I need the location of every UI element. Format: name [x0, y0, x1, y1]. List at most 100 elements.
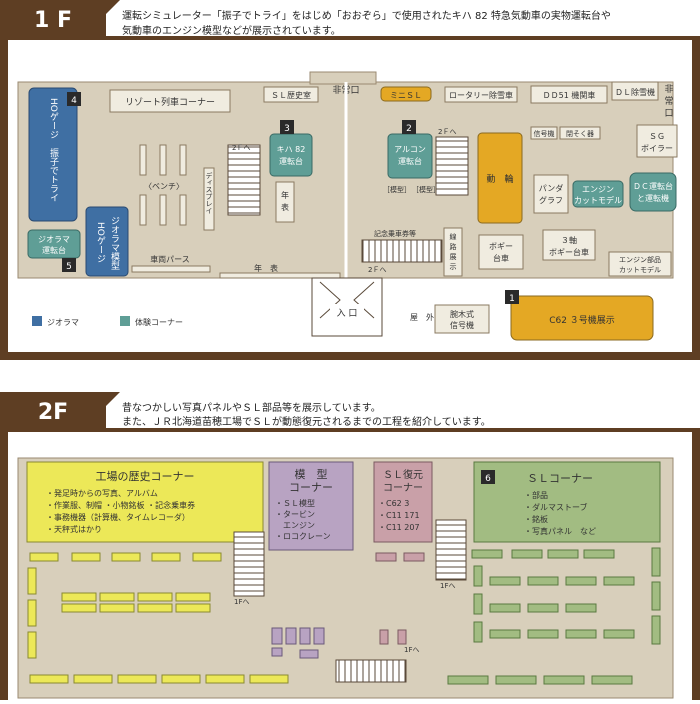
room-dd51[interactable]: ＤＤ51 機関車 — [530, 85, 608, 104]
room-nenpyo-small[interactable]: 年 表 — [275, 181, 295, 223]
room-axle3[interactable]: ３軸 ボギー台車 — [542, 229, 596, 261]
svg-text:ボギー: ボギー — [489, 242, 513, 251]
number-4-badge — [67, 92, 81, 106]
to-1f-3: 1Fへ — [440, 582, 455, 590]
number-5: 5 — [66, 262, 72, 272]
floor1-badge: 1 F — [34, 8, 72, 33]
room-mini-sl[interactable]: ミニＳＬ — [380, 86, 432, 102]
room-engine-parts[interactable]: エンジン部品 カットモデル — [608, 251, 672, 277]
svg-text:ＳＬ復元: ＳＬ復元 — [383, 468, 423, 481]
svg-text:・発足時からの写真、アルバム: ・発足時からの写真、アルバム — [46, 488, 158, 498]
svg-text:エンジン: エンジン — [275, 521, 315, 530]
to-1f-2: 1Fへ — [404, 646, 419, 654]
floor2-badge: 2F — [38, 400, 68, 425]
model-left: ［模型］ — [383, 185, 411, 194]
svg-text:ミニＳＬ: ミニＳＬ — [390, 91, 422, 100]
svg-text:カットモデル: カットモデル — [619, 265, 661, 274]
svg-text:ＤＬ除雪機: ＤＬ除雪機 — [615, 87, 655, 97]
nenpyo-long-label: 年 表 — [254, 263, 278, 273]
svg-text:・銘板: ・銘板 — [524, 514, 548, 524]
corner-sl-restore[interactable]: ＳＬ復元 コーナー ・C62 3 ・C11 171 ・C11 207 — [373, 461, 433, 543]
svg-text:ＤＤ51 機関車: ＤＤ51 機関車 — [543, 90, 596, 100]
mauve-cases — [271, 627, 325, 659]
room-display[interactable]: ディスプレイ — [203, 167, 215, 231]
svg-text:グラフ: グラフ — [539, 195, 563, 205]
room-sl-history[interactable]: ＳＬ歴史室 — [263, 86, 319, 103]
number-6: 6 — [485, 474, 491, 484]
svg-text:HOゲージ: HOゲージ — [95, 222, 106, 263]
room-diorama-ho[interactable]: ジオラマ模型 HOゲージ — [85, 206, 129, 277]
floor2-desc-line2: また、ＪＲ北海道苗穂工場でＳＬが動態復元されるまでの工程を紹介しています。 — [122, 415, 491, 428]
room-closer[interactable]: 閉そく器 — [559, 126, 601, 140]
legend-experience: 体験コーナー — [135, 317, 183, 327]
room-dc-driving[interactable]: ＤＣ運転台 と運転機 — [629, 172, 677, 212]
room-semaphore[interactable]: 腕木式 信号機 — [434, 304, 490, 334]
yellow-panels — [27, 552, 289, 684]
room-diorama-driving[interactable]: ジオラマ 運転台 — [27, 229, 81, 259]
svg-text:HOゲージ 振子でトライ: HOゲージ 振子でトライ — [48, 98, 59, 202]
exit-right-1: 非 — [664, 83, 673, 95]
room-dowa[interactable]: 動 輪 — [477, 132, 523, 224]
svg-text:入 口: 入 口 — [337, 308, 358, 319]
number-2-badge — [402, 120, 416, 134]
svg-text:カットモデル: カットモデル — [574, 195, 622, 205]
svg-text:〈ベンチ〉: 〈ベンチ〉 — [144, 182, 184, 191]
svg-text:エンジン: エンジン — [582, 185, 614, 194]
svg-text:腕木式: 腕木式 — [450, 309, 474, 319]
car-pass-label: 車両パース — [150, 254, 190, 264]
number-2: 2 — [406, 124, 412, 134]
stairs-2f-left — [233, 531, 265, 597]
to-2f-1: 2Ｆへ — [232, 144, 250, 152]
number-3: 3 — [284, 124, 290, 134]
room-sg-boiler[interactable]: ＳＧ ボイラー — [636, 124, 678, 158]
svg-text:ディスプレイ: ディスプレイ — [205, 171, 213, 214]
room-track-display[interactable]: 線 路 展 示 — [443, 227, 463, 277]
corner-sl[interactable]: ＳＬコーナー ・部品 ・ダルマストーブ ・銘板 ・写真パネル など — [473, 461, 661, 543]
svg-text:・事務機器（計算機、タイムレコーダ）: ・事務機器（計算機、タイムレコーダ） — [46, 512, 190, 522]
corner-factory-history[interactable]: 工場の歴史コーナー ・発足時からの写真、アルバム ・作業服、制帽 ・小物銘板 ・… — [26, 461, 264, 543]
ticket-label: 記念乗車券等 — [374, 229, 416, 238]
number-1-badge — [505, 290, 519, 304]
svg-text:・部品: ・部品 — [524, 490, 548, 500]
entrance[interactable]: 入 口 — [311, 277, 383, 337]
svg-text:閉そく器: 閉そく器 — [566, 130, 594, 138]
svg-text:運転台: 運転台 — [398, 156, 422, 166]
room-engine-cut[interactable]: エンジン カットモデル — [572, 180, 624, 208]
corner-model[interactable]: 模 型 コーナー ・ＳＬ模型 ・タービン エンジン ・ロコクレーン — [268, 461, 354, 551]
exit-right-2: 常 — [664, 95, 673, 107]
room-signal[interactable]: 信号機 — [530, 126, 558, 140]
svg-text:信号機: 信号機 — [534, 129, 555, 138]
room-panda[interactable]: パンダ グラフ — [533, 174, 569, 214]
model-right: ［模型］ — [412, 185, 440, 194]
svg-text:ＳＬ歴史室: ＳＬ歴史室 — [271, 90, 311, 100]
stairs-2f-right — [435, 519, 467, 581]
floor1-badge-bg — [0, 0, 106, 36]
svg-text:・写真パネル など: ・写真パネル など — [524, 526, 596, 536]
svg-text:年: 年 — [281, 190, 289, 200]
outdoor-label: 屋 外 — [410, 312, 434, 322]
svg-text:展: 展 — [450, 253, 457, 261]
number-1: 1 — [509, 294, 515, 304]
svg-text:動 輪: 動 輪 — [486, 173, 513, 185]
svg-text:路: 路 — [450, 242, 457, 251]
room-resort[interactable]: リゾート列車コーナー — [109, 89, 231, 113]
room-bogie[interactable]: ボギー 台車 — [478, 234, 524, 270]
svg-text:ＤＣ運転台: ＤＣ運転台 — [633, 181, 673, 191]
svg-text:表: 表 — [281, 202, 289, 212]
svg-text:・天秤式はかり: ・天秤式はかり — [46, 524, 102, 534]
svg-text:運転台: 運転台 — [42, 245, 66, 255]
svg-text:示: 示 — [450, 263, 457, 271]
exit-right-3: 口 — [664, 109, 673, 119]
room-c62[interactable]: C62 ３号機展示 — [510, 295, 654, 341]
green-panels — [447, 547, 661, 685]
number-3-badge — [280, 120, 294, 134]
room-dl-snow[interactable]: ＤＬ除雪機 — [611, 81, 659, 101]
svg-text:ロータリー除雪車: ロータリー除雪車 — [449, 90, 513, 100]
room-kiha82[interactable]: キハ 82 運転台 — [269, 133, 313, 177]
room-ho-trial[interactable]: HOゲージ 振子でトライ — [28, 87, 78, 222]
room-arukon[interactable]: アルコン 運転台 — [387, 133, 433, 179]
room-rotary[interactable]: ロータリー除雪車 — [444, 86, 518, 103]
svg-text:と運転機: と運転機 — [637, 193, 669, 203]
nenpyo-strip — [219, 272, 341, 279]
